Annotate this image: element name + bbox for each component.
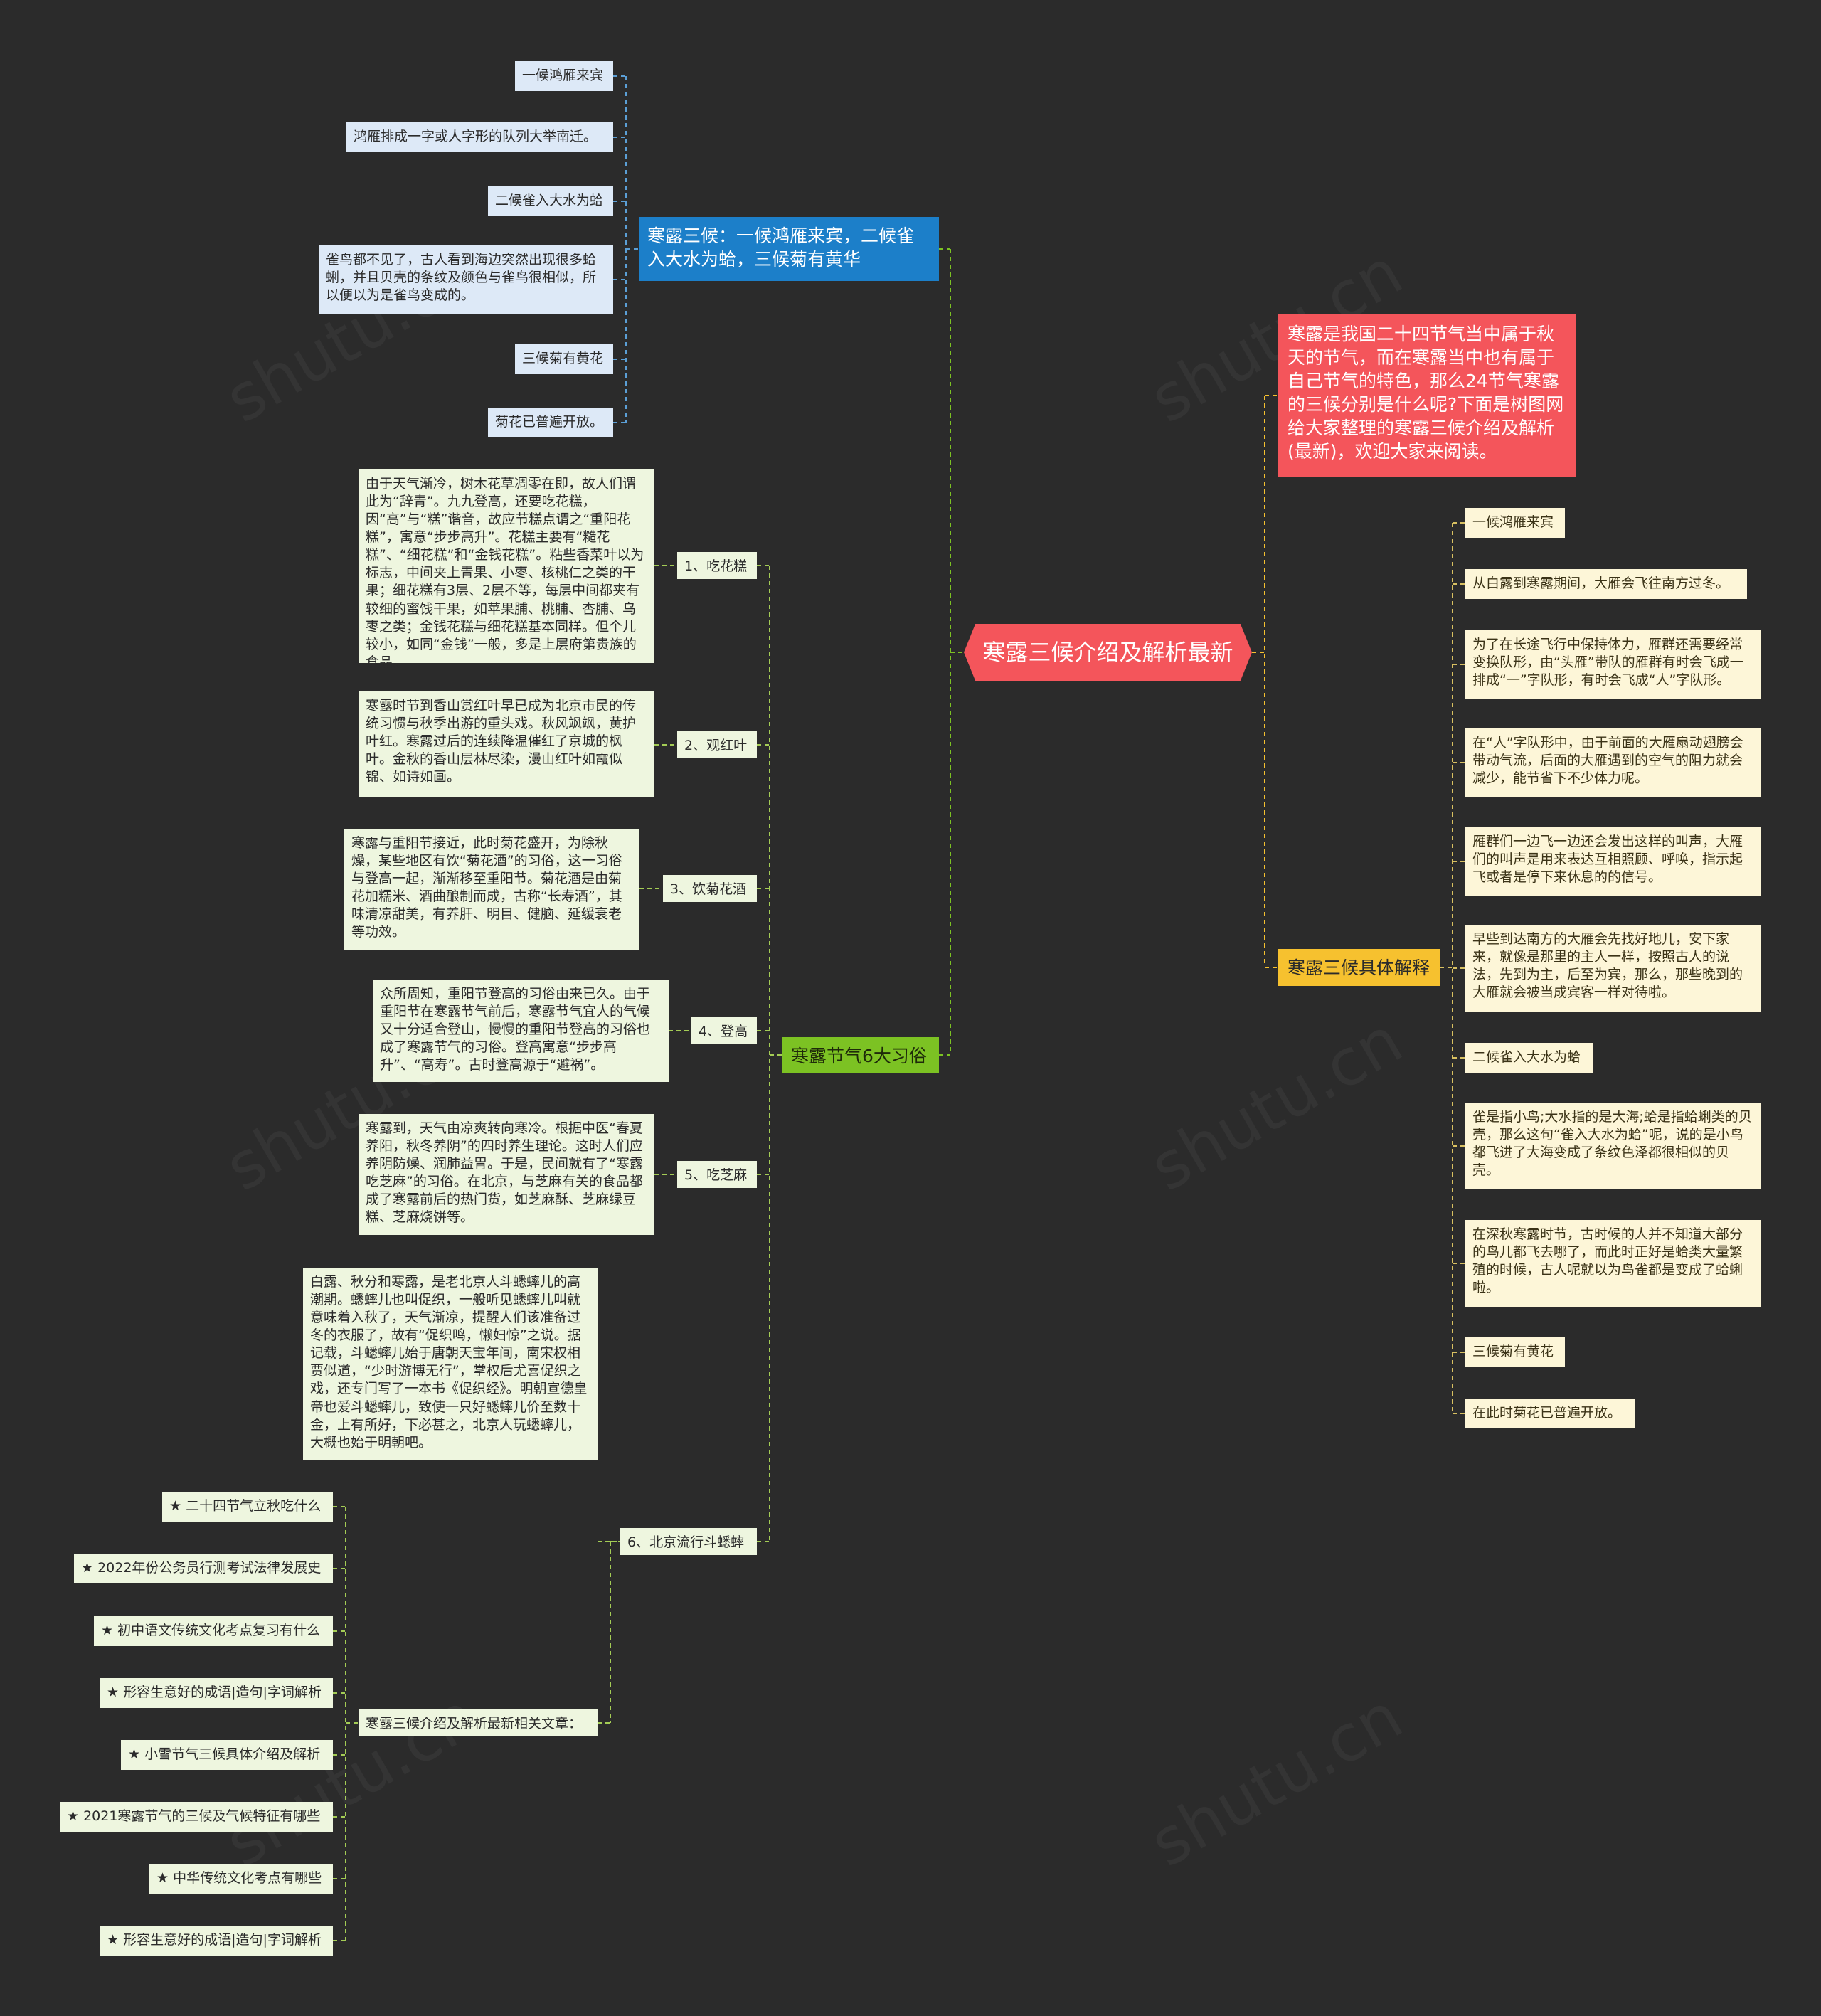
custom-label-chrysanthemum-wine[interactable]: 3、饮菊花酒 <box>663 875 757 902</box>
related-article-link[interactable]: ★ 形容生意好的成语|造句|字词解析 <box>100 1678 333 1708</box>
branch-intro[interactable]: 寒露是我国二十四节气当中属于秋天的节气，而在寒露当中也有属于自己节气的特色，那么… <box>1278 314 1576 477</box>
related-article-link[interactable]: ★ 二十四节气立秋吃什么 <box>162 1492 333 1522</box>
custom-label-cricket[interactable]: 6、北京流行斗蟋蟀 <box>620 1528 757 1555</box>
branch-detailed-explanation[interactable]: 寒露三候具体解释 <box>1278 949 1440 986</box>
branch-three-phenomena[interactable]: 寒露三候：一候鸿雁来宾，二候雀入大水为蛤，三候菊有黄华 <box>639 217 939 281</box>
related-article-link[interactable]: ★ 初中语文传统文化考点复习有什么 <box>94 1616 333 1646</box>
explanation-item[interactable]: 为了在长途飞行中保持体力，雁群还需要经常变换队形，由“头雁”带队的雁群有时会飞成… <box>1465 630 1761 699</box>
leaf-phenomenon[interactable]: 一候鸿雁来宾 <box>515 61 613 91</box>
custom-label-red-leaves[interactable]: 2、观红叶 <box>677 731 757 758</box>
related-article-link[interactable]: ★ 中华传统文化考点有哪些 <box>149 1864 333 1894</box>
custom-text: 白露、秋分和寒露，是老北京人斗蟋蟀儿的高潮期。蟋蟀儿也叫促织，一般听见蟋蟀儿叫就… <box>303 1268 598 1460</box>
related-article-link[interactable]: ★ 小雪节气三候具体介绍及解析 <box>121 1740 333 1770</box>
explanation-item[interactable]: 雀是指小鸟;大水指的是大海;蛤是指蛤蜊类的贝壳，那么这句“雀入大水为蛤”呢，说的… <box>1465 1103 1761 1189</box>
related-article-link[interactable]: ★ 形容生意好的成语|造句|字词解析 <box>100 1926 333 1956</box>
custom-label-flower-cake[interactable]: 1、吃花糕 <box>677 552 757 579</box>
explanation-item[interactable]: 二候雀入大水为蛤 <box>1465 1043 1593 1073</box>
explanation-item[interactable]: 雁群们一边飞一边还会发出这样的叫声，大雁们的叫声是用来表达互相照顾、呼唤，指示起… <box>1465 827 1761 896</box>
explanation-item[interactable]: 一候鸿雁来宾 <box>1465 508 1565 538</box>
explanation-item[interactable]: 早些到达南方的大雁会先找好地儿，安下家来，就像是那里的主人一样，按照古人的说法，… <box>1465 925 1761 1012</box>
custom-label-sesame[interactable]: 5、吃芝麻 <box>677 1161 757 1188</box>
custom-text: 由于天气渐冷，树木花草凋零在即，故人们谓此为“辞青”。九九登高，还要吃花糕，因“… <box>359 469 654 670</box>
explanation-item[interactable]: 在“人”字队形中，由于前面的大雁扇动翅膀会带动气流，后面的大雁遇到的空气的阻力就… <box>1465 728 1761 797</box>
leaf-phenomenon-detail[interactable]: 菊花已普遍开放。 <box>488 408 613 437</box>
leaf-phenomenon-detail[interactable]: 鸿雁排成一字或人字形的队列大举南迁。 <box>346 122 613 152</box>
related-articles-title: 寒露三候介绍及解析最新相关文章： <box>359 1709 598 1736</box>
related-article-link[interactable]: ★ 2022年份公务员行测考试法律发展史 <box>74 1554 333 1583</box>
custom-text: 寒露到，天气由凉爽转向寒冷。根据中医“春夏养阳，秋冬养阴”的四时养生理论。这时人… <box>359 1114 654 1235</box>
leaf-phenomenon-detail[interactable]: 雀鸟都不见了，古人看到海边突然出现很多蛤蜊，并且贝壳的条纹及颜色与雀鸟很相似，所… <box>319 245 613 314</box>
custom-text: 寒露与重阳节接近，此时菊花盛开，为除秋燥，某些地区有饮“菊花酒”的习俗，这一习俗… <box>344 829 639 950</box>
custom-text: 众所周知，重阳节登高的习俗由来已久。由于重阳节在寒露节气前后，寒露节气宜人的气候… <box>373 980 669 1082</box>
explanation-item[interactable]: 三候菊有黄花 <box>1465 1337 1565 1367</box>
custom-label-climbing[interactable]: 4、登高 <box>691 1017 757 1044</box>
explanation-item[interactable]: 从白露到寒露期间，大雁会飞往南方过冬。 <box>1465 569 1747 599</box>
root-node[interactable]: 寒露三候介绍及解析最新 <box>964 624 1252 681</box>
explanation-item[interactable]: 在此时菊花已普遍开放。 <box>1465 1399 1635 1428</box>
leaf-phenomenon[interactable]: 二候雀入大水为蛤 <box>488 186 613 216</box>
related-article-link[interactable]: ★ 2021寒露节气的三候及气候特征有哪些 <box>60 1802 333 1832</box>
explanation-item[interactable]: 在深秋寒露时节，古时候的人并不知道大部分的鸟儿都飞去哪了，而此时正好是蛤类大量繁… <box>1465 1220 1761 1307</box>
custom-text: 寒露时节到香山赏红叶早已成为北京市民的传统习惯与秋季出游的重头戏。秋风飒飒，黄护… <box>359 691 654 797</box>
leaf-phenomenon[interactable]: 三候菊有黄花 <box>515 344 613 374</box>
branch-six-customs[interactable]: 寒露节气6大习俗 <box>782 1037 939 1073</box>
